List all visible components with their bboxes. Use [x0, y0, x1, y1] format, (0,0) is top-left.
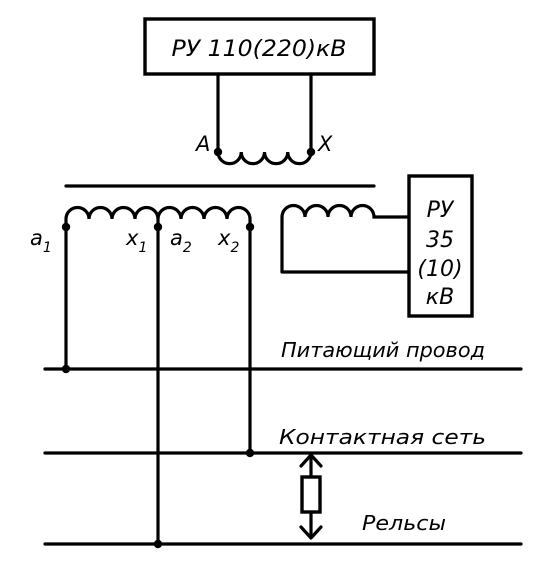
contact-bus-junction: [245, 448, 255, 458]
tertiary-coil: [280, 203, 409, 272]
contact-bus: Контактная сеть: [43, 425, 523, 458]
side-box-line-3: (10): [417, 257, 462, 282]
top-box-label: РУ 110(220)кВ: [172, 37, 347, 62]
side-box-line-2: 35: [426, 228, 454, 253]
load-arrow-up: [299, 453, 323, 468]
rail-bus-junction: [153, 539, 163, 549]
tertiary-winding: [280, 203, 411, 274]
terminal-label-x: X: [317, 132, 333, 156]
terminal-label-a2: a2: [170, 226, 192, 256]
side-box-line-4: кВ: [426, 285, 454, 310]
rail-bus-label: Рельсы: [362, 511, 446, 535]
contact-bus-label: Контактная сеть: [279, 425, 486, 449]
feeder-bus-junction: [61, 364, 71, 374]
primary-winding: A X: [194, 72, 333, 166]
top-box-frame: [143, 17, 376, 76]
secondary-coil-1: [64, 205, 160, 226]
feeder-bus-label: Питающий провод: [281, 338, 485, 362]
top-switchgear-box: РУ 110(220)кВ: [143, 17, 376, 76]
side-box-line-1: РУ: [427, 198, 455, 223]
side-box-frame: [407, 174, 474, 318]
load-arrow-down: [299, 525, 323, 540]
terminal-label-a: A: [194, 132, 210, 156]
terminal-label-x1: x1: [125, 226, 147, 256]
secondary-windings: a1 x1 a2 x2: [30, 205, 255, 256]
secondary-coil-2: [156, 205, 252, 226]
rail-bus: Рельсы: [43, 511, 523, 549]
terminal-label-a1: a1: [30, 226, 52, 256]
load-element: [299, 453, 323, 540]
side-switchgear-box: РУ 35 (10) кВ: [407, 174, 474, 318]
primary-terminal-a-dot: [213, 147, 223, 157]
primary-terminal-x-dot: [306, 147, 316, 157]
terminal-label-x2: x2: [217, 226, 239, 256]
load-resistor: [300, 475, 322, 514]
primary-coil: [216, 151, 313, 166]
feeder-bus: Питающий провод: [43, 338, 523, 374]
